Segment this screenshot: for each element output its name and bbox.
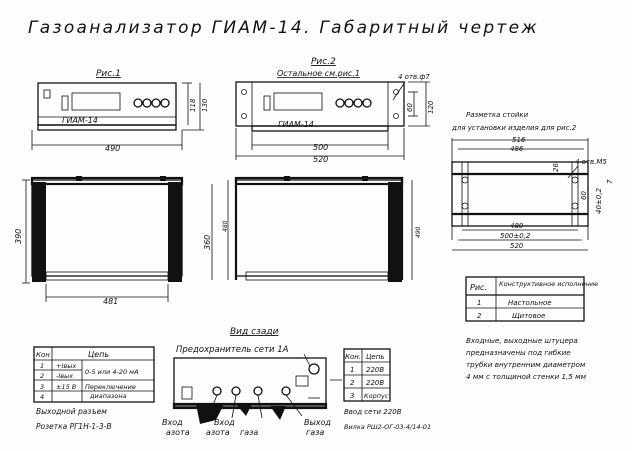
rack-dim-520: 520 [510, 242, 524, 250]
fig2-dim-500: 500 [313, 143, 328, 152]
in1-label-b: азота [166, 428, 190, 437]
fig1-front-view: Рис.1 ГИАМ-14 118 130 490 [31, 69, 209, 153]
out-header-con: Кон [36, 351, 50, 359]
net-row-2-n: 2 [350, 379, 355, 387]
rack-dim-500: 500±0,2 [500, 232, 531, 240]
exec-header-fig: Рис. [470, 283, 487, 292]
rack-dim-26: 26 [552, 163, 560, 172]
net-header-circuit: Цепь [366, 353, 384, 361]
exec-header-type: Конструктивное исполнение [499, 280, 598, 288]
out-header-circuit: Цепь [88, 350, 109, 359]
out-row-1-n: 1 [40, 362, 44, 370]
fig2-dim-360: 360 [203, 235, 212, 250]
fig2-dim-520: 520 [313, 155, 328, 164]
in2-label-c: газа [240, 428, 258, 437]
fuse-label: Предохранитель сети 1А [176, 345, 289, 355]
execution-table: Рис. Конструктивное исполнение 1 Настоль… [465, 276, 598, 322]
fig2-holes: 4 отв.ф7 [398, 73, 430, 81]
note-line-2: предназначены под гибкие [466, 348, 571, 357]
mains-connector-table: Кон. Цепь 1 220В 2 220В 3 Корпус Ввод се… [343, 348, 431, 431]
rack-dim-40: 40±0,2 [595, 188, 603, 214]
out-footer-1: Выходной разъем [36, 407, 107, 416]
out-switch-1: Переключение [85, 383, 136, 391]
fig2-top-view: 480 360 490 [203, 176, 422, 282]
fig1-dim-130: 130 [201, 98, 209, 112]
net-row-3-n: 3 [350, 392, 354, 400]
in2-label-a: Вход [214, 418, 235, 427]
net-header-con: Кон. [345, 353, 361, 361]
note-line-3: трубки внутренним диаметром [466, 360, 586, 369]
out-range: 0-5 или 4-20 мА [85, 368, 139, 376]
exec-row-2-n: 2 [477, 312, 482, 320]
rack-dim-516: 516 [512, 136, 526, 144]
fig1-top-view: 390 481 [14, 176, 184, 306]
fig1-dim-490: 490 [105, 144, 120, 153]
rack-title-2: для установки изделия для рис.2 [451, 124, 577, 132]
fig1-dim-390: 390 [14, 229, 23, 244]
note-line-1: Входные, выходные штуцера [466, 336, 578, 345]
net-footer-1: Ввод сети 220В [344, 408, 402, 416]
in2-label-b: азота [206, 428, 230, 437]
fig1-caption: Рис.1 [96, 69, 121, 79]
note-line-4: 4 мм с толщиной стенки 1,5 мм [466, 372, 587, 381]
out-switch-2: диапазона [89, 392, 127, 400]
fig2-note: Остальное см.рис.1 [277, 69, 360, 78]
fig2-front-view: Рис.2 Остальное см.рис.1 4 отв.ф7 ГИАМ-1… [235, 57, 435, 164]
exec-row-1-v: Настольное [508, 299, 552, 307]
out-row-3-n: 3 [40, 383, 44, 391]
notes: Входные, выходные штуцера предназначены … [466, 336, 587, 381]
fig2-caption: Рис.2 [311, 57, 336, 67]
rear-caption: Вид сзади [230, 327, 279, 337]
net-footer-2: Вилка РШ2-ОГ-03-4/14-01 [344, 423, 431, 431]
net-row-1-n: 1 [350, 366, 354, 374]
net-row-1-v: 220В [366, 366, 384, 374]
rack-dim-480: 480 [510, 222, 524, 230]
rack-markup: Разметка стойки для установки изделия дл… [451, 111, 614, 251]
out-label-a: Выход [304, 418, 331, 427]
out-footer-2: Розетка РГ1Н-1-3-В [36, 422, 112, 431]
net-row-2-v: 220В [366, 379, 384, 387]
fig2-dim-60: 60 [406, 103, 414, 112]
out-row-2-v: -Iвых [56, 372, 73, 380]
fig1-dim-481: 481 [103, 297, 118, 306]
rack-holes: 4 отв.М5 [575, 158, 607, 166]
fig2-dim-120: 120 [427, 100, 435, 114]
net-row-3-v: Корпус [364, 392, 389, 400]
rack-dim-486: 486 [510, 145, 524, 153]
fig1-dim-118: 118 [189, 98, 197, 112]
rear-view: Вид сзади Предохранитель сети 1А Вход аз… [162, 327, 342, 437]
fig2-dim-480: 480 [222, 220, 229, 232]
out-row-1-v: +Iвых [56, 362, 76, 370]
rack-dim-7: 7 [606, 179, 614, 184]
exec-row-2-v: Щитовое [512, 312, 545, 320]
out-row-2-n: 2 [40, 372, 44, 380]
in1-label-a: Вход [162, 418, 183, 427]
out-row-3-v: ±15 В [56, 383, 77, 391]
out-row-4-n: 4 [40, 393, 44, 401]
out-label-b: газа [306, 428, 324, 437]
exec-row-1-n: 1 [477, 299, 481, 307]
output-connector-table: Кон Цепь 1 +Iвых 2 -Iвых 3 ±15 В 4 0-5 и… [33, 346, 155, 431]
fig1-label: ГИАМ-14 [62, 116, 98, 125]
rack-dim-60: 60 [580, 191, 588, 200]
rack-title-1: Разметка стойки [466, 111, 529, 119]
sheet-title: Газоанализатор ГИАМ-14. Габаритный черте… [28, 18, 539, 38]
fig2-label: ГИАМ-14 [278, 120, 314, 129]
fig2-dim-490: 490 [415, 226, 422, 238]
